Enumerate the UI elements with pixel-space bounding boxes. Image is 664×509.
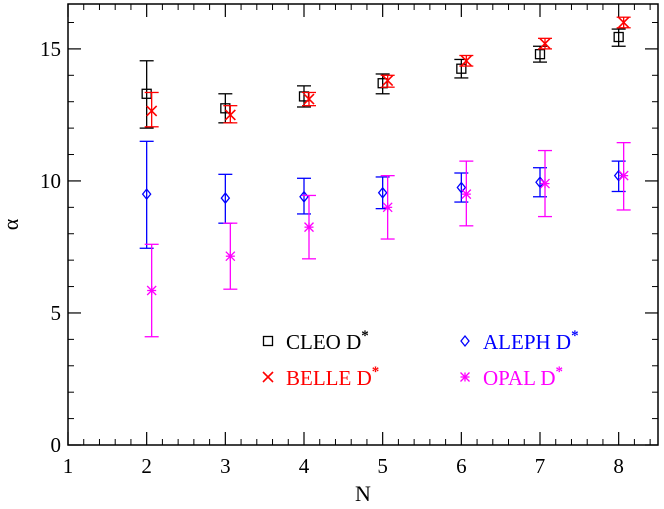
data-series	[139, 16, 631, 338]
diamond-marker	[141, 188, 152, 201]
x-axis-label: N	[355, 481, 371, 506]
cross-marker-stroke	[303, 93, 315, 105]
data-point	[618, 16, 630, 29]
legend-entry: BELLE D*	[262, 364, 379, 390]
y-tick-label: 15	[40, 37, 61, 61]
square-marker	[613, 31, 624, 43]
y-tick-label: 10	[40, 169, 61, 193]
data-point	[303, 93, 315, 105]
plot-frame	[67, 3, 659, 446]
diamond-marker	[377, 186, 388, 199]
legend-label-superscript: *	[361, 328, 369, 344]
data-point	[613, 31, 624, 43]
legend-label-superscript: *	[571, 328, 579, 344]
legend: CLEO D*BELLE D*ALEPH D*OPAL D*	[262, 328, 579, 390]
legend-label-superscript: *	[372, 364, 380, 380]
x-tick-label: 6	[456, 454, 467, 478]
legend-marker	[262, 335, 274, 347]
square-marker	[456, 63, 467, 74]
data-point	[377, 186, 388, 199]
cross-marker-stroke	[460, 55, 472, 67]
x-tick-label: 5	[377, 454, 388, 478]
diamond-marker	[220, 192, 231, 205]
y-axis-label: α	[0, 218, 23, 230]
legend-marker	[460, 372, 470, 382]
data-point	[304, 222, 314, 233]
data-point	[382, 75, 394, 87]
data-point	[225, 251, 236, 262]
square-marker	[262, 335, 274, 347]
cross-marker-stroke	[382, 75, 394, 87]
square-marker	[534, 49, 546, 60]
data-point	[220, 192, 231, 205]
data-point	[540, 178, 550, 189]
legend-label: OPAL D*	[483, 364, 563, 390]
legend-label: ALEPH D*	[483, 328, 579, 354]
legend-entry: CLEO D*	[262, 328, 369, 354]
legend-label-name: CLEO D	[286, 330, 361, 354]
legend-marker	[262, 371, 274, 383]
cross-marker-stroke	[224, 109, 236, 121]
diamond-marker	[460, 334, 470, 348]
legend-label-name: OPAL D	[483, 366, 556, 390]
cross-marker-stroke	[618, 16, 630, 29]
series-diamond	[139, 140, 626, 249]
legend-label: CLEO D*	[286, 328, 369, 354]
y-tick-label: 0	[51, 433, 62, 457]
data-point	[382, 202, 393, 213]
y-tick-label: 5	[51, 301, 62, 325]
x-tick-label: 3	[220, 454, 231, 478]
x-tick-label: 7	[535, 454, 546, 478]
data-point	[461, 189, 472, 200]
legend-label-superscript: *	[556, 364, 564, 380]
legend-entry: ALEPH D*	[460, 328, 579, 354]
data-point	[539, 38, 551, 50]
legend-label-name: BELLE D	[286, 366, 372, 390]
diamond-marker	[456, 181, 467, 194]
x-tick-label: 8	[613, 454, 624, 478]
data-point	[141, 188, 152, 201]
series-asterisk	[144, 141, 631, 338]
series-cross	[144, 16, 631, 128]
data-point	[618, 170, 629, 181]
axes	[67, 3, 659, 446]
x-tick-label: 4	[299, 454, 310, 478]
cross-marker-stroke	[539, 38, 551, 50]
data-point	[146, 105, 158, 117]
data-point	[534, 49, 546, 60]
legend-label-name: ALEPH D	[483, 330, 571, 354]
cross-marker-stroke	[262, 371, 274, 383]
data-point	[456, 181, 467, 194]
x-tick-label: 2	[141, 454, 152, 478]
x-tick-label: 1	[63, 454, 74, 478]
data-point	[460, 55, 472, 67]
axis-ticks: 1 2 3 4 5 6 7 8 0 5 10 15	[40, 4, 658, 478]
data-point	[224, 109, 236, 121]
series-square	[139, 28, 626, 129]
data-point	[456, 63, 467, 74]
legend-marker	[460, 334, 470, 348]
legend-label: BELLE D*	[286, 364, 379, 390]
data-point	[146, 285, 157, 296]
legend-entry: OPAL D*	[460, 364, 563, 390]
cross-marker-stroke	[146, 105, 158, 117]
